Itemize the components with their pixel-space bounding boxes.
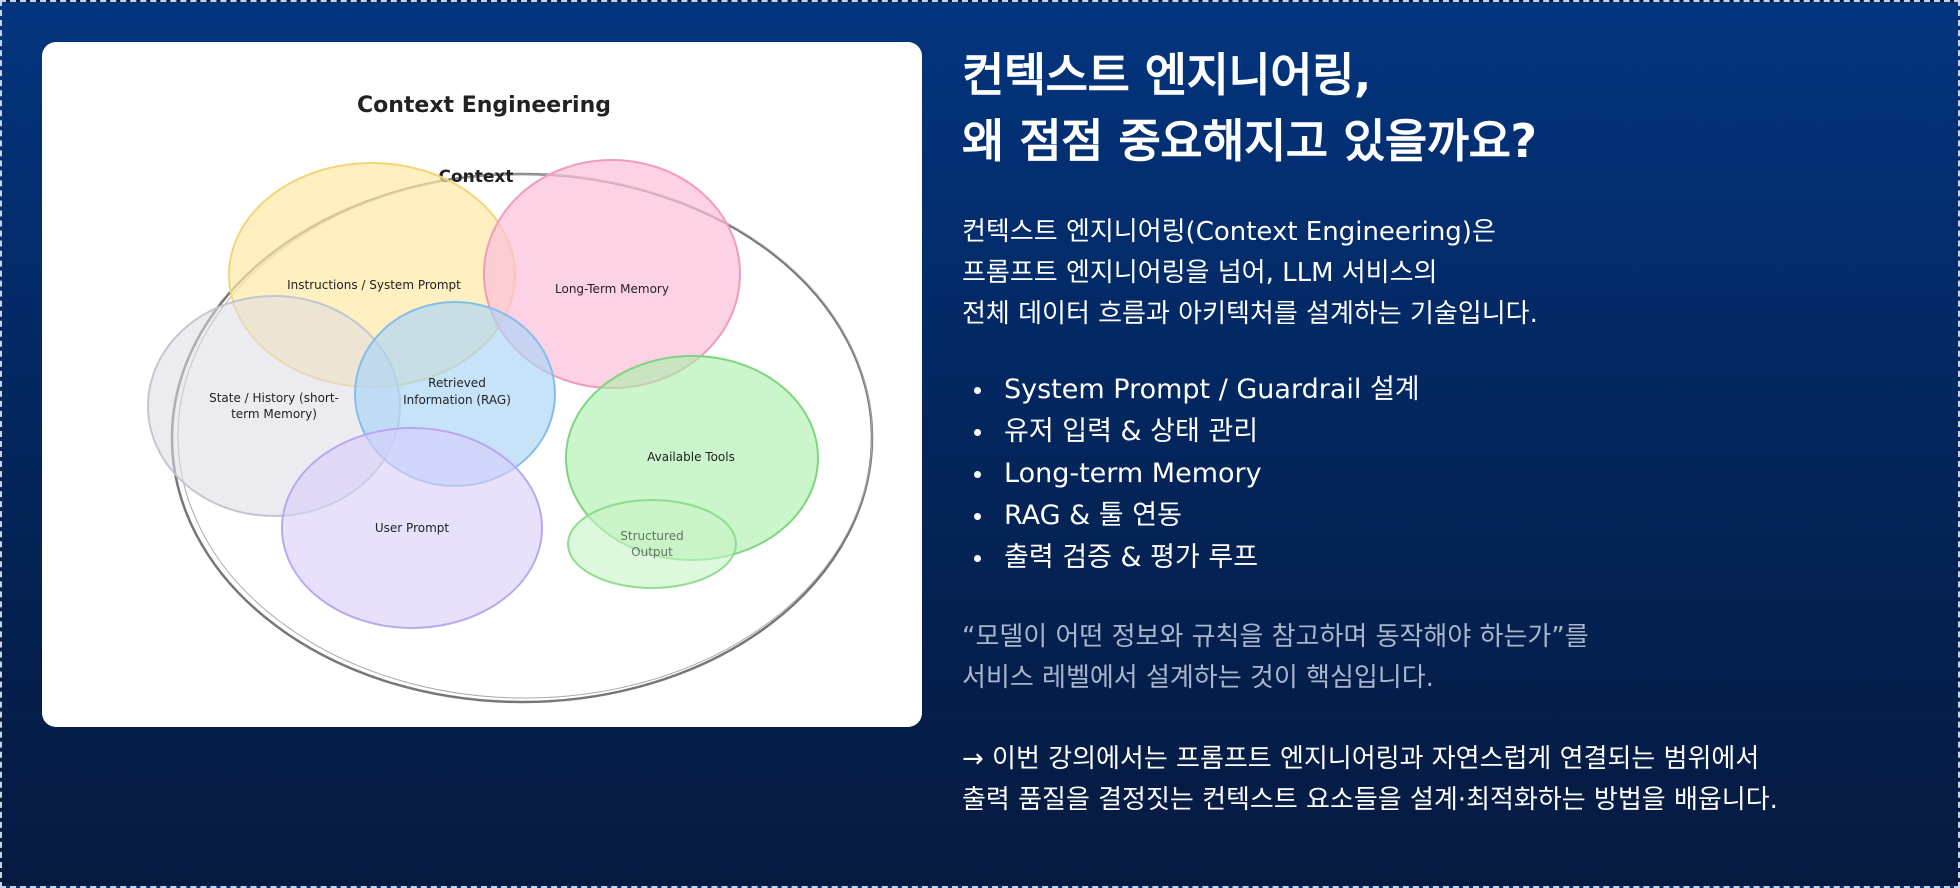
- title-line-2: 왜 점점 중요해지고 있을까요?: [962, 114, 1537, 168]
- diagram-title: Context Engineering: [357, 93, 611, 118]
- label-available-tools: Available Tools: [647, 450, 735, 464]
- list-item-text: RAG & 툴 연동: [1004, 500, 1182, 531]
- label-long-term-memory: Long-Term Memory: [555, 282, 669, 296]
- label-instructions: Instructions / System Prompt: [287, 278, 461, 292]
- key-quote: “모델이 어떤 정보와 규칙을 참고하며 동작해야 하는가”를 서비스 레벨에서…: [962, 617, 1922, 699]
- circle-user-prompt: [281, 427, 543, 629]
- list-item-text: Long-term Memory: [1004, 458, 1262, 489]
- closing-line: → 이번 강의에서는 프롬프트 엔지니어링과 자연스럽게 연결되는 범위에서: [962, 744, 1760, 774]
- diagram-card: Context Engineering Context Instructions…: [42, 42, 922, 727]
- list-item-text: System Prompt / Guardrail 설계: [1004, 374, 1420, 405]
- text-panel: 컨텍스트 엔지니어링, 왜 점점 중요해지고 있을까요? 컨텍스트 엔지니어링(…: [962, 42, 1922, 821]
- intro-line: 컨텍스트 엔지니어링(Context Engineering)은: [962, 217, 1496, 247]
- circle-structured-output: [567, 499, 737, 589]
- label-structured-output-2: Output: [631, 545, 673, 559]
- list-item: System Prompt / Guardrail 설계: [962, 369, 1922, 411]
- title-line-1: 컨텍스트 엔지니어링,: [962, 48, 1371, 102]
- bullet-icon: [974, 513, 981, 520]
- list-item-text: 출력 검증 & 평가 루프: [1004, 542, 1259, 573]
- page-title: 컨텍스트 엔지니어링, 왜 점점 중요해지고 있을까요?: [962, 42, 1922, 174]
- label-state-history-1: State / History (short-: [209, 391, 339, 405]
- bullet-icon: [974, 387, 981, 394]
- list-item: 유저 입력 & 상태 관리: [962, 411, 1922, 453]
- closing-note: → 이번 강의에서는 프롬프트 엔지니어링과 자연스럽게 연결되는 범위에서 출…: [962, 739, 1922, 821]
- label-rag-1: Retrieved: [428, 376, 486, 390]
- list-item: 출력 검증 & 평가 루프: [962, 537, 1922, 579]
- list-item: RAG & 툴 연동: [962, 495, 1922, 537]
- context-label: Context: [438, 167, 513, 187]
- label-structured-output-1: Structured: [620, 529, 683, 543]
- label-rag-2: Information (RAG): [403, 393, 511, 407]
- topic-list: System Prompt / Guardrail 설계 유저 입력 & 상태 …: [962, 369, 1922, 579]
- quote-line: “모델이 어떤 정보와 규칙을 참고하며 동작해야 하는가”를: [962, 622, 1589, 652]
- label-state-history-2: term Memory): [231, 407, 317, 421]
- closing-line: 출력 품질을 결정짓는 컨텍스트 요소들을 설계·최적화하는 방법을 배웁니다.: [962, 785, 1778, 815]
- label-user-prompt: User Prompt: [375, 521, 450, 535]
- quote-line: 서비스 레벨에서 설계하는 것이 핵심입니다.: [962, 663, 1434, 693]
- context-engineering-diagram: Context Engineering Context Instructions…: [147, 93, 874, 704]
- bullet-icon: [974, 429, 981, 436]
- bullet-icon: [974, 555, 981, 562]
- list-item-text: 유저 입력 & 상태 관리: [1004, 416, 1259, 447]
- intro-line: 전체 데이터 흐름과 아키텍처를 설계하는 기술입니다.: [962, 299, 1538, 329]
- intro-paragraph: 컨텍스트 엔지니어링(Context Engineering)은 프롬프트 엔지…: [962, 212, 1922, 335]
- list-item: Long-term Memory: [962, 453, 1922, 495]
- bullet-icon: [974, 471, 981, 478]
- intro-line: 프롬프트 엔지니어링을 넘어, LLM 서비스의: [962, 258, 1438, 288]
